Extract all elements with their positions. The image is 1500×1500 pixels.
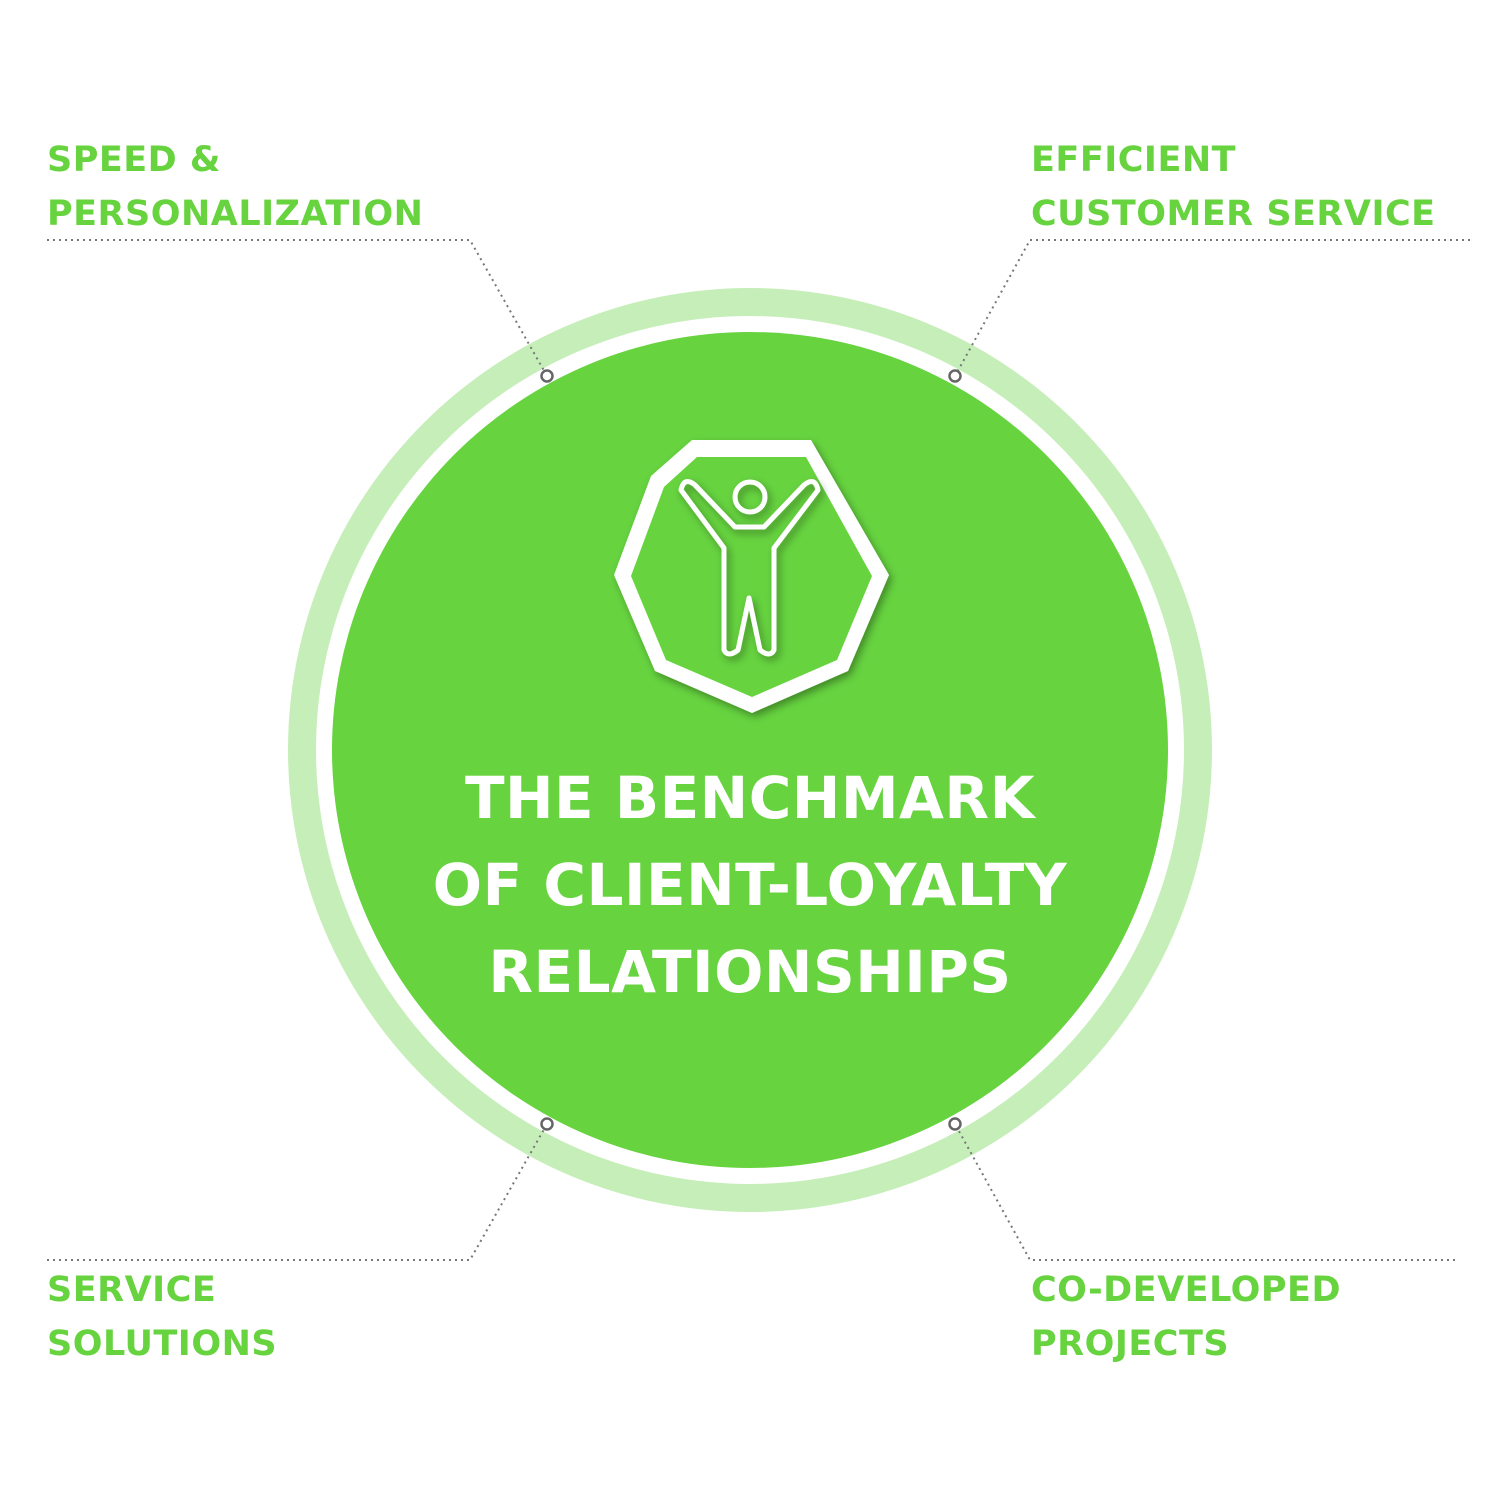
connector-bottom-right (954, 1123, 1455, 1261)
connector-dot-top-right (948, 369, 962, 383)
center-title-line: RELATIONSHIPS (488, 938, 1012, 1006)
label-line: CO-DEVELOPED (1031, 1270, 1341, 1310)
center-title-line: THE BENCHMARK (464, 764, 1036, 832)
person-arms-raised-icon (678, 479, 821, 657)
connector-lines (47, 239, 1470, 1261)
label-line: SERVICE (47, 1270, 217, 1310)
connector-top-right (954, 239, 1470, 377)
connector-bottom-left (47, 1123, 548, 1261)
label-line: PROJECTS (1031, 1324, 1230, 1364)
label-speed-personalization: SPEED & PERSONALIZATION (47, 133, 423, 241)
label-efficient-customer-service: EFFICIENT CUSTOMER SERVICE (1031, 133, 1436, 241)
connector-dot-bottom-right (948, 1117, 962, 1131)
connector-dot-top-left (540, 369, 554, 383)
center-title: THE BENCHMARK OF CLIENT-LOYALTY RELATION… (350, 755, 1150, 1016)
connector-dot-bottom-left (540, 1117, 554, 1131)
label-service-solutions: SERVICE SOLUTIONS (47, 1263, 277, 1371)
label-line: EFFICIENT (1031, 140, 1237, 180)
emblem (614, 440, 889, 713)
label-line: SPEED & (47, 140, 221, 180)
center-title-line: OF CLIENT-LOYALTY (432, 851, 1068, 919)
label-line: CUSTOMER SERVICE (1031, 194, 1436, 234)
center-disc (332, 332, 1168, 1168)
connector-top-left (47, 239, 548, 377)
label-line: SOLUTIONS (47, 1324, 278, 1364)
label-co-developed-projects: CO-DEVELOPED PROJECTS (1031, 1263, 1341, 1371)
label-line: PERSONALIZATION (47, 194, 424, 234)
octagon-inner (631, 457, 872, 697)
